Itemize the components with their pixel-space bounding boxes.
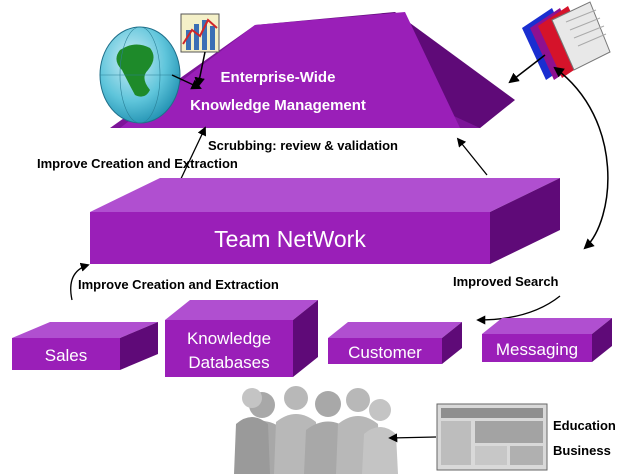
education-screenshot-icon — [436, 403, 548, 471]
education-to-people-arrow — [388, 433, 437, 443]
business-label: Business — [553, 443, 611, 458]
sales-label: Sales — [45, 346, 88, 365]
improve-creation-bottom-label: Improve Creation and Extraction — [78, 277, 279, 292]
messaging-box: Messaging — [482, 318, 612, 362]
sales-to-team-arrow — [70, 262, 90, 301]
customer-label: Customer — [348, 343, 422, 362]
books-icon — [522, 1, 611, 80]
books-to-roof-arrow — [508, 54, 546, 84]
customer-box: Customer — [328, 322, 462, 364]
improved-search-curved-arrow — [553, 66, 609, 250]
chart-image-icon — [180, 13, 220, 53]
scrubbing-label: Scrubbing: review & validation — [208, 138, 398, 153]
sales-box: Sales — [12, 322, 158, 370]
people-crowd-icon — [234, 386, 398, 474]
roof-title-line2: Knowledge Management — [190, 97, 366, 114]
education-label: Education — [553, 418, 616, 433]
globe-icon — [99, 26, 181, 124]
knowledge-databases-box: Knowledge Databases — [165, 300, 318, 377]
improve-creation-top-label: Improve Creation and Extraction — [37, 156, 238, 171]
team-to-roof-arrow-right — [456, 137, 488, 176]
search-to-customer-arrow — [476, 295, 561, 325]
knowledge-label-line2: Databases — [188, 353, 269, 372]
messaging-label: Messaging — [496, 340, 578, 359]
chart-to-roof-arrow — [194, 51, 206, 89]
team-to-roof-arrow-left — [177, 126, 206, 186]
improved-search-label: Improved Search — [453, 274, 559, 289]
knowledge-label-line1: Knowledge — [187, 329, 271, 348]
team-network-box: Team NetWork — [90, 178, 560, 264]
enterprise-roof: Enterprise-Wide Knowledge Management — [110, 12, 515, 128]
roof-title-line1: Enterprise-Wide — [221, 69, 336, 86]
team-network-label: Team NetWork — [214, 226, 366, 252]
